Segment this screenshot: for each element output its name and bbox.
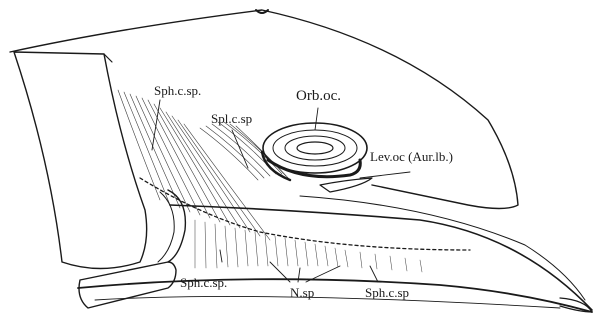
dorsal-outline [10,10,518,209]
left-tube-rod-inner [158,192,174,262]
nerve-dashed-line [140,178,470,250]
label-sph-c-sp-lower-left: Sph.c.sp. [180,276,227,289]
snout-base-line [95,296,560,308]
label-sph-c-sp-lower-right: Sph.c.sp [365,286,409,299]
lev-oc-muscle [320,178,372,192]
lower-body-hatching [195,220,422,272]
label-lev-oc: Lev.oc (Aur.lb.) [370,150,453,163]
leader-lines [152,100,410,282]
label-spl-c-sp: Spl.c.sp [211,112,252,125]
snout-lower-edge [78,279,592,312]
label-sph-c-sp-upper: Sph.c.sp. [154,84,201,97]
left-section-outline [14,52,147,269]
eye-orbit [262,123,367,180]
label-orb-oc: Orb.oc. [296,89,341,104]
label-n-sp: N.sp [290,286,314,299]
